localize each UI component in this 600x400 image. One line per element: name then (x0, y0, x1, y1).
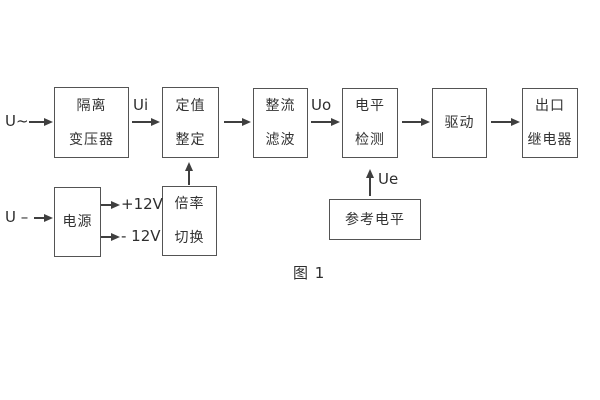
arrow-right-icon-rectifier-to-level (311, 117, 340, 126)
block-level-detection-line2: 检测 (355, 132, 385, 148)
block-rectifier-filter: 整流 滤波 (253, 88, 308, 158)
arrow-right-icon-isolation-to-setpoint (132, 117, 160, 126)
figure-caption: 图 1 (293, 264, 326, 282)
block-setpoint-adjustment: 定值 整定 (162, 87, 219, 158)
ac-input-label: U~ (5, 112, 29, 130)
dc-input-label: U – (5, 208, 29, 226)
block-output-relay: 出口 继电器 (522, 88, 578, 158)
block-isolation-transformer-line2: 变压器 (69, 131, 114, 148)
arrow-up-icon-reference-to-level (365, 169, 374, 196)
block-ratio-switching: 倍率 切换 (162, 186, 217, 256)
arrow-right-icon-level-to-driver (402, 117, 430, 126)
block-reference-level: 参考电平 (329, 199, 421, 240)
block-ratio-switching-line1: 倍率 (174, 196, 205, 212)
block-driver-label: 驱动 (444, 115, 475, 131)
block-setpoint-adjustment-line1: 定值 (175, 97, 206, 114)
arrow-right-icon-driver-to-relay (491, 117, 520, 126)
block-isolation-transformer: 隔离 变压器 (54, 87, 129, 158)
block-output-relay-line1: 出口 (535, 98, 565, 114)
block-output-relay-line2: 继电器 (527, 132, 573, 148)
block-level-detection-line1: 电平 (355, 98, 385, 114)
block-driver: 驱动 (432, 88, 487, 158)
plus-12v-label: +12V (121, 195, 163, 213)
arrow-right-icon-power-plus12 (101, 200, 120, 209)
block-rectifier-filter-line2: 滤波 (265, 132, 296, 148)
arrow-up-icon-ratio-to-setpoint (184, 162, 193, 185)
arrow-right-icon-power-minus12 (101, 232, 120, 241)
block-isolation-transformer-line1: 隔离 (76, 97, 107, 114)
block-rectifier-filter-line1: 整流 (265, 98, 296, 114)
minus-12v-label: - 12V (121, 227, 161, 245)
block-reference-level-label: 参考电平 (345, 211, 405, 228)
block-power-supply-label: 电源 (62, 214, 93, 230)
block-power-supply: 电源 (54, 187, 101, 257)
arrow-right-icon-dc-to-power (34, 213, 53, 222)
arrow-right-icon-setpoint-to-rectifier (224, 117, 251, 126)
arrow-right-icon-ac-to-isolation (29, 117, 53, 126)
block-ratio-switching-line2: 切换 (174, 230, 205, 246)
signal-uo-label: Uo (311, 96, 332, 114)
signal-ui-label: Ui (133, 96, 149, 114)
signal-ue-label: Ue (378, 170, 399, 188)
block-level-detection: 电平 检测 (342, 88, 398, 158)
block-setpoint-adjustment-line2: 整定 (175, 131, 206, 148)
